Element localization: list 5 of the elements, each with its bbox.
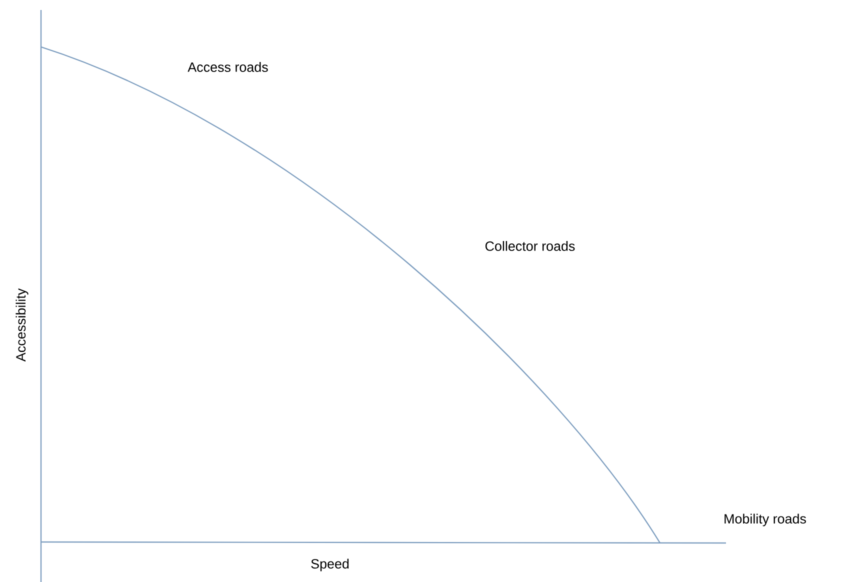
curve-label: Access roads [188,62,268,72]
curve-label: Collector roads [485,241,575,251]
axis-label: Accessibility [16,288,28,362]
axis-label: Speed [311,558,349,572]
curve-label: Mobility roads [724,514,806,526]
